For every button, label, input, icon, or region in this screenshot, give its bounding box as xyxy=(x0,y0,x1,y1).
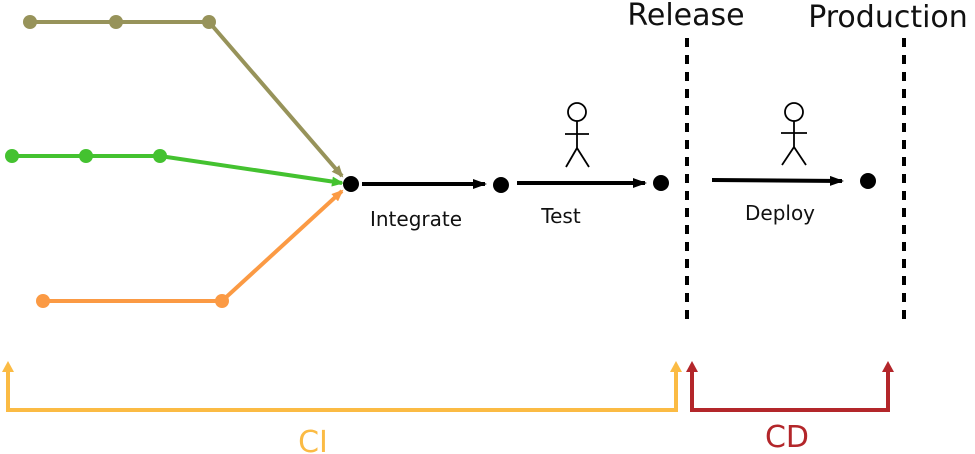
commit-dot xyxy=(36,294,50,308)
cd-bracket xyxy=(686,361,894,412)
integrate-label: Integrate xyxy=(370,207,462,231)
deploy-label: Deploy xyxy=(745,201,815,225)
production-node xyxy=(860,173,876,189)
release-label: Release xyxy=(627,0,744,33)
deploy-arrow xyxy=(711,175,844,186)
release-node xyxy=(653,175,669,191)
stick-figure-icon xyxy=(565,102,590,168)
tested-node xyxy=(493,177,509,193)
branch-green xyxy=(5,149,344,187)
cd-label: CD xyxy=(765,420,809,454)
test-label: Test xyxy=(540,204,581,228)
commit-dot xyxy=(109,15,123,29)
branch-olive xyxy=(23,15,344,178)
commit-dot xyxy=(79,149,93,163)
integration-node xyxy=(343,176,359,192)
commit-dot xyxy=(5,149,19,163)
ci-label: CI xyxy=(298,425,328,454)
commit-dot xyxy=(153,149,167,163)
commit-dot xyxy=(202,15,216,29)
branch-orange xyxy=(36,189,344,308)
production-label: Production xyxy=(808,0,968,35)
commit-dot xyxy=(215,294,229,308)
stick-figure-icon xyxy=(781,102,807,166)
commit-dot xyxy=(23,15,37,29)
ci-bracket xyxy=(2,361,682,412)
